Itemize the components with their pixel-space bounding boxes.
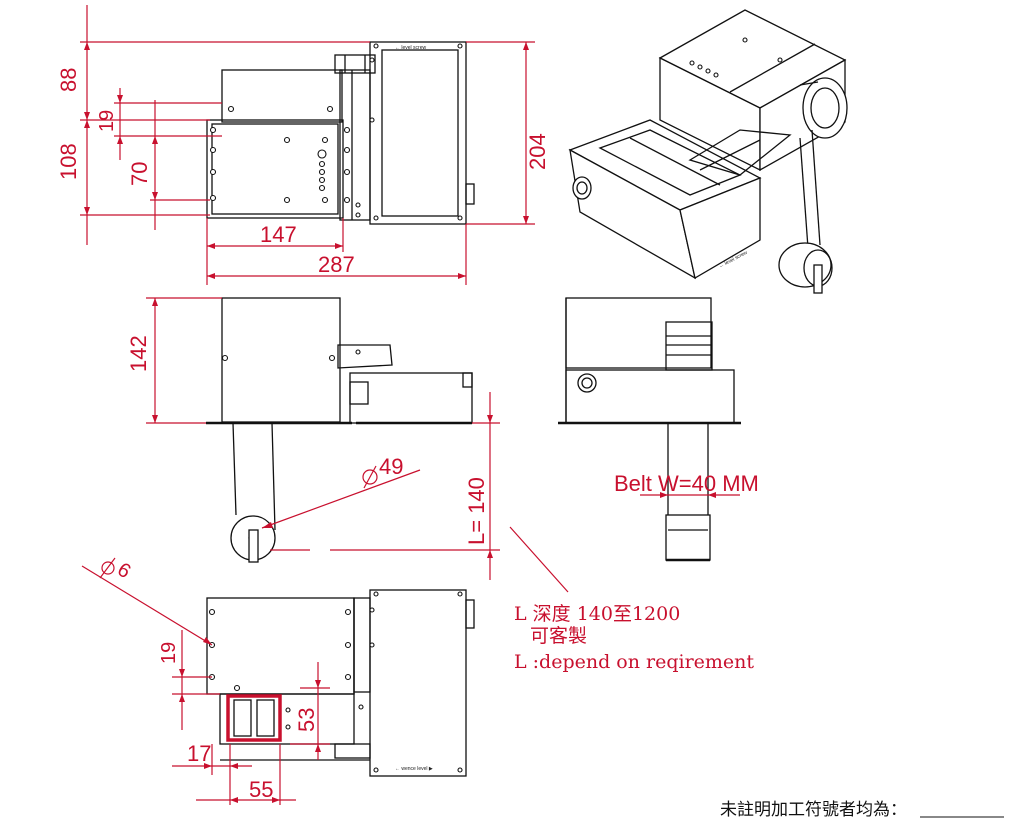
front-view xyxy=(558,297,741,562)
bottom-view-dimensions: 6 19 53 17 55 xyxy=(81,557,330,805)
dim-88: 88 xyxy=(56,68,81,92)
length-note: L 深度 140至1200 可客製 L :depend on reqiremen… xyxy=(514,603,754,673)
bottom-view: ← wence level ▶ xyxy=(206,589,475,777)
note-line-1: L 深度 140至1200 xyxy=(514,603,680,625)
bottom-plate-label: ← wence level ▶ xyxy=(395,766,433,772)
dim-belt: Belt W=40 MM xyxy=(614,471,759,496)
top-view-dimensions: 88 19 108 70 204 147 287 xyxy=(56,5,550,285)
dim-l140: L= 140 xyxy=(464,477,489,545)
isometric-view: ← level screw xyxy=(568,9,848,294)
dim-204: 204 xyxy=(525,133,550,170)
note-line-3: L :depend on reqirement xyxy=(514,651,754,673)
dim-17: 17 xyxy=(187,741,211,766)
footer-text: 未註明加工符號者均為： xyxy=(720,800,907,820)
dim-phi6: 6 xyxy=(113,559,134,584)
dim-147: 147 xyxy=(260,222,297,247)
dim-142: 142 xyxy=(126,335,151,372)
note-line-2: 可客製 xyxy=(530,625,587,647)
dim-19-top: 19 xyxy=(96,110,118,132)
front-view-dimensions: Belt W=40 MM xyxy=(614,471,759,498)
side-view-dimensions: 142 49 L= 140 xyxy=(126,297,569,593)
dim-287: 287 xyxy=(318,252,355,277)
dim-19-bottom: 19 xyxy=(158,642,180,664)
top-plate-label: ← level screw xyxy=(395,45,427,51)
dim-70: 70 xyxy=(127,162,152,186)
dim-108: 108 xyxy=(56,143,81,180)
footer: 未註明加工符號者均為： xyxy=(720,800,1004,820)
dim-55: 55 xyxy=(249,777,273,802)
dim-phi49: 49 xyxy=(379,454,403,479)
top-view: ← level screw xyxy=(206,41,475,225)
side-view xyxy=(206,297,473,563)
dim-53: 53 xyxy=(294,708,319,732)
